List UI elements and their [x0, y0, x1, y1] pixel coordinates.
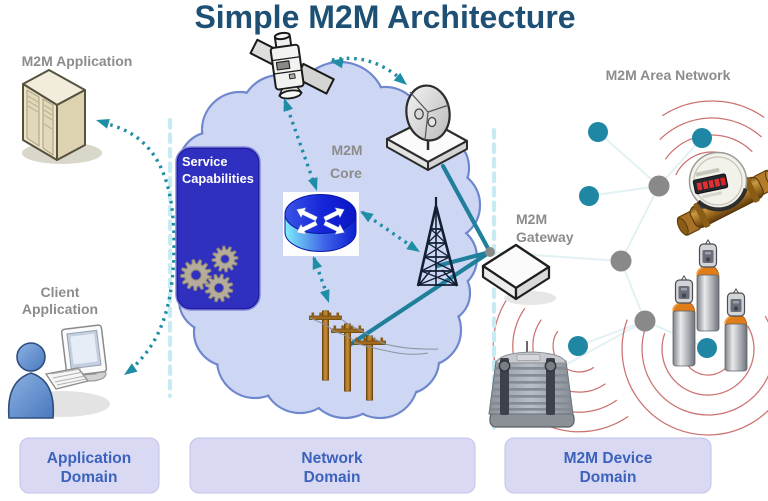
svg-text:Domain: Domain [304, 469, 361, 486]
svg-text:Gateway: Gateway [516, 229, 574, 245]
svg-text:Domain: Domain [61, 469, 118, 486]
svg-text:Simple M2M Architecture: Simple M2M Architecture [194, 0, 575, 35]
svg-text:Application: Application [22, 301, 98, 317]
svg-text:Capabilities: Capabilities [182, 171, 254, 186]
svg-text:Service: Service [182, 154, 228, 169]
svg-text:Client: Client [41, 284, 80, 300]
svg-text:M2M Application: M2M Application [22, 53, 133, 69]
svg-text:Core: Core [330, 165, 362, 181]
svg-text:Domain: Domain [580, 469, 637, 486]
svg-text:M2M Area Network: M2M Area Network [606, 67, 731, 83]
svg-text:M2M Device: M2M Device [564, 450, 653, 467]
svg-text:M2M: M2M [516, 211, 547, 227]
svg-text:Application: Application [47, 450, 131, 467]
svg-text:M2M: M2M [331, 142, 362, 158]
svg-text:Network: Network [301, 450, 363, 467]
